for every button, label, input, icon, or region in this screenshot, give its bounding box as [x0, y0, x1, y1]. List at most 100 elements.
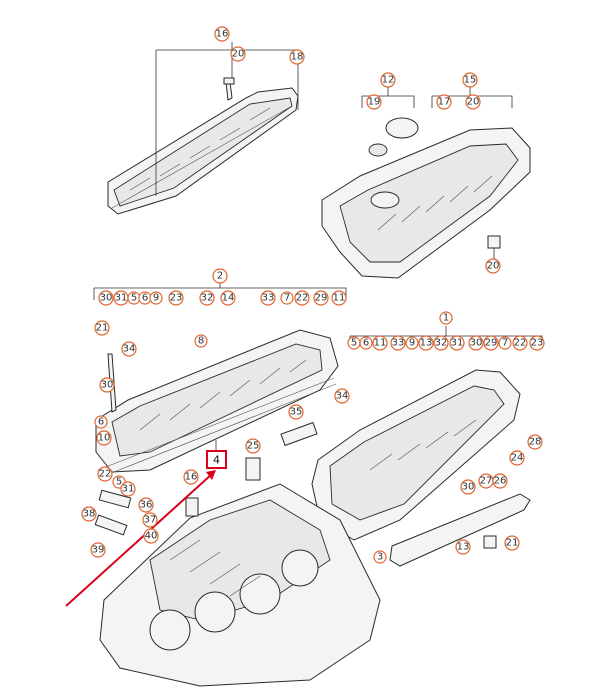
callout-11[interactable]: 11 — [372, 335, 388, 351]
callout-9[interactable]: 9 — [405, 336, 419, 350]
svg-text:33: 33 — [262, 293, 275, 304]
callout-27[interactable]: 27 — [478, 473, 494, 489]
svg-text:1: 1 — [443, 313, 449, 324]
svg-text:30: 30 — [462, 482, 475, 493]
callout-13[interactable]: 13 — [418, 335, 434, 351]
cylinder-head-right — [311, 369, 531, 567]
callout-22[interactable]: 22 — [512, 335, 528, 351]
callout-6[interactable]: 6 — [138, 291, 152, 305]
svg-text:31: 31 — [122, 484, 135, 495]
callout-28[interactable]: 28 — [527, 434, 543, 450]
svg-text:22: 22 — [296, 293, 309, 304]
small-parts — [94, 421, 497, 549]
callout-8[interactable]: 8 — [194, 334, 208, 348]
callout-31[interactable]: 31 — [449, 335, 465, 351]
callout-21[interactable]: 21 — [94, 320, 110, 336]
svg-text:40: 40 — [145, 531, 158, 542]
callout-18[interactable]: 18 — [289, 49, 305, 65]
cylinder-head-left — [95, 329, 339, 477]
callout-16[interactable]: 16 — [214, 26, 230, 42]
svg-text:3: 3 — [377, 552, 383, 563]
intake-cover-right — [321, 117, 531, 279]
callout-30[interactable]: 30 — [98, 290, 114, 306]
callout-33[interactable]: 33 — [260, 290, 276, 306]
svg-text:18: 18 — [291, 52, 304, 63]
svg-text:16: 16 — [216, 29, 229, 40]
callout-29[interactable]: 29 — [313, 290, 329, 306]
callout-30[interactable]: 30 — [468, 335, 484, 351]
callout-39[interactable]: 39 — [90, 542, 106, 558]
svg-text:21: 21 — [506, 538, 519, 549]
callout-31[interactable]: 31 — [120, 481, 136, 497]
callout-10[interactable]: 10 — [96, 430, 112, 446]
svg-text:29: 29 — [315, 293, 328, 304]
callout-7[interactable]: 7 — [498, 336, 512, 350]
callout-5[interactable]: 5 — [347, 336, 361, 350]
callout-6[interactable]: 6 — [94, 415, 108, 429]
svg-text:22: 22 — [514, 338, 527, 349]
highlighted-part-4[interactable]: 4 — [206, 450, 227, 469]
callout-16[interactable]: 16 — [183, 469, 199, 485]
callout-34[interactable]: 34 — [121, 341, 137, 357]
callout-34[interactable]: 34 — [334, 388, 350, 404]
callout-2[interactable]: 2 — [212, 268, 228, 284]
callout-7[interactable]: 7 — [280, 291, 294, 305]
callout-3[interactable]: 3 — [373, 550, 387, 564]
callout-20[interactable]: 20 — [485, 258, 501, 274]
callout-31[interactable]: 31 — [113, 290, 129, 306]
svg-text:30: 30 — [101, 380, 114, 391]
svg-text:5: 5 — [351, 338, 357, 349]
svg-text:21: 21 — [96, 323, 109, 334]
callout-40[interactable]: 40 — [143, 528, 159, 544]
callout-23[interactable]: 23 — [529, 335, 545, 351]
callout-36[interactable]: 36 — [138, 497, 154, 513]
svg-text:6: 6 — [142, 293, 148, 304]
callout-19[interactable]: 19 — [366, 94, 382, 110]
callout-1[interactable]: 1 — [439, 311, 453, 325]
callout-6[interactable]: 6 — [359, 336, 373, 350]
callout-30[interactable]: 30 — [99, 377, 115, 393]
svg-text:7: 7 — [502, 338, 508, 349]
callout-26[interactable]: 26 — [492, 473, 508, 489]
callout-22[interactable]: 22 — [97, 466, 113, 482]
callout-32[interactable]: 32 — [433, 335, 449, 351]
callout-22[interactable]: 22 — [294, 290, 310, 306]
callout-38[interactable]: 38 — [81, 506, 97, 522]
callout-15[interactable]: 15 — [462, 72, 478, 88]
callout-20[interactable]: 20 — [230, 46, 246, 62]
svg-text:26: 26 — [494, 476, 507, 487]
svg-text:39: 39 — [92, 545, 105, 556]
callout-21[interactable]: 21 — [504, 535, 520, 551]
svg-text:29: 29 — [485, 338, 498, 349]
callout-14[interactable]: 14 — [220, 290, 236, 306]
callout-9[interactable]: 9 — [149, 291, 163, 305]
callout-32[interactable]: 32 — [199, 290, 215, 306]
callout-11[interactable]: 11 — [331, 290, 347, 306]
svg-text:36: 36 — [140, 500, 153, 511]
callout-13[interactable]: 13 — [455, 539, 471, 555]
callout-29[interactable]: 29 — [483, 335, 499, 351]
callout-25[interactable]: 25 — [245, 438, 261, 454]
callout-30[interactable]: 30 — [460, 479, 476, 495]
svg-text:7: 7 — [284, 293, 290, 304]
callout-33[interactable]: 33 — [390, 335, 406, 351]
callout-23[interactable]: 23 — [168, 290, 184, 306]
leader-lines-right-cover — [361, 86, 513, 260]
leader-lines-left-head — [93, 278, 347, 468]
svg-text:20: 20 — [467, 97, 480, 108]
callout-5[interactable]: 5 — [127, 291, 141, 305]
svg-text:9: 9 — [409, 338, 415, 349]
callout-12[interactable]: 12 — [380, 72, 396, 88]
callout-37[interactable]: 37 — [142, 512, 158, 528]
svg-text:5: 5 — [131, 293, 137, 304]
svg-text:31: 31 — [115, 293, 128, 304]
callout-35[interactable]: 35 — [288, 404, 304, 420]
svg-text:23: 23 — [531, 338, 544, 349]
callout-17[interactable]: 17 — [436, 94, 452, 110]
svg-text:32: 32 — [435, 338, 448, 349]
callout-24[interactable]: 24 — [509, 450, 525, 466]
callout-20[interactable]: 20 — [465, 94, 481, 110]
svg-text:6: 6 — [98, 417, 104, 428]
svg-text:12: 12 — [382, 75, 395, 86]
svg-text:24: 24 — [511, 453, 524, 464]
